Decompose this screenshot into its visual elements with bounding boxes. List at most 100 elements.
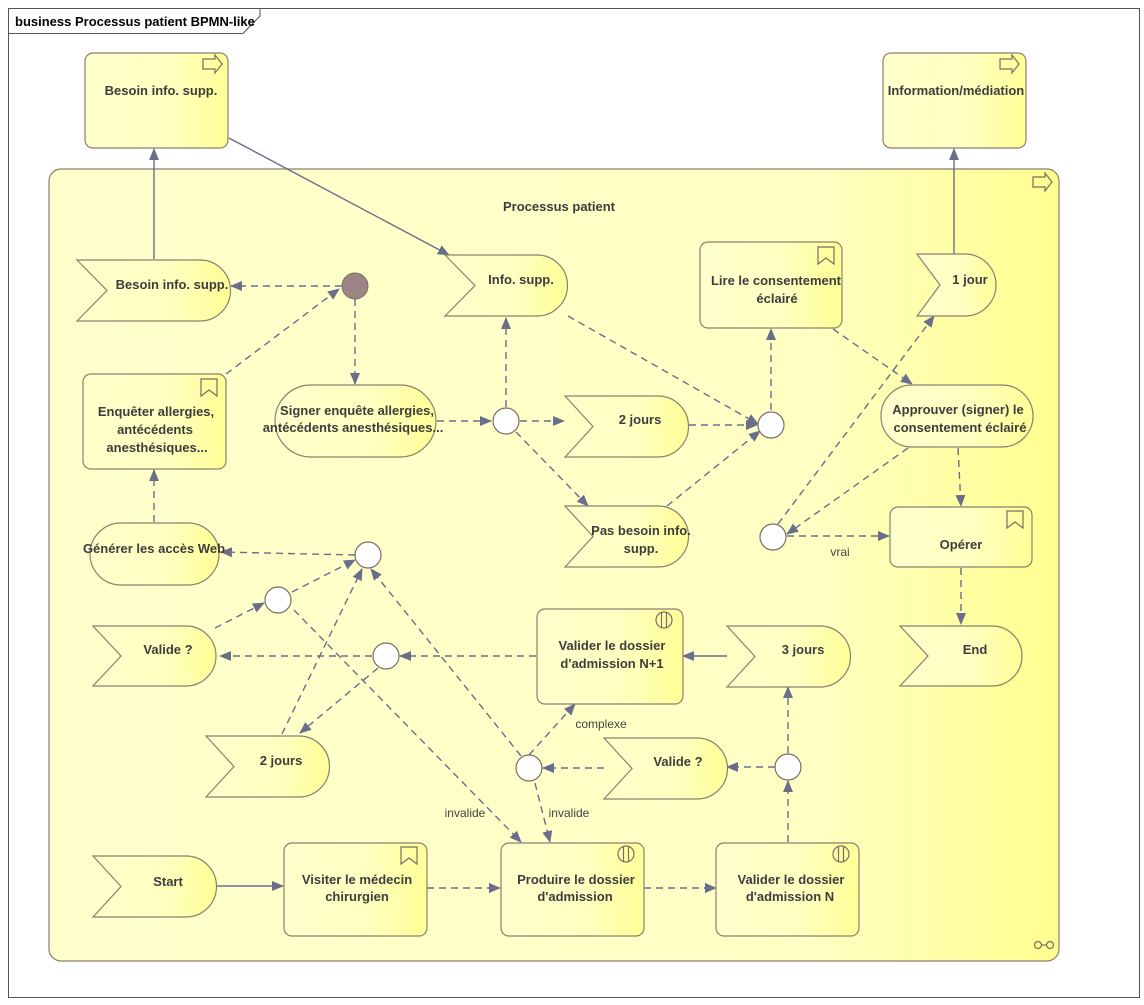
bookmark-icon [200,378,218,398]
edge-label-invalide-right: invalide [549,806,590,820]
node-label: Opérer [940,537,983,552]
event-info-supp[interactable]: Info. supp. [443,254,569,317]
node-label: Valider le dossier [738,872,845,887]
flow-approuver-to-operer [955,447,966,507]
bookmark-icon [1006,510,1024,530]
node-label: Enquêter allergies, [98,404,214,419]
node-generer-acces-web[interactable]: Générer les accès Web [83,522,225,586]
edge-label-invalide-left: invalide [445,806,486,820]
node-label: Générer les accès Web [83,541,225,556]
task-produire-dossier[interactable]: Produire le dossier d'admission [500,842,645,937]
gateway-after-valider-n1[interactable] [372,642,400,670]
frame-title: business Processus patient BPMN-like [15,14,255,29]
task-valider-dossier-n1[interactable]: Valider le dossier d'admission N+1 [536,608,684,705]
node-label: anesthésiques... [106,440,207,455]
arrow-outline-icon [202,53,223,75]
event-valide-mid[interactable]: Valide ? [602,737,729,800]
flow-gw5-to-produire [293,609,522,843]
gateway-vrai[interactable] [759,523,787,551]
node-label: 1 jour [952,272,987,287]
node-label: supp. [624,541,659,556]
event-besoin-info-supp[interactable]: Besoin info. supp. [75,259,232,322]
node-label: Lire le consentement [711,273,842,288]
event-valide-left[interactable]: Valide ? [91,625,217,687]
task-enqueter-allergies[interactable]: Enquêter allergies, antécédents anesthés… [82,373,227,470]
task-valider-dossier-n[interactable]: Valider le dossier d'admission N [715,842,860,937]
flow-gw7-to-produire [534,782,553,843]
node-label: d'admission [537,889,612,904]
node-besoin-top[interactable]: Besoin info. supp. [84,52,229,149]
node-label: 2 jours [619,412,662,427]
node-label: Info. supp. [488,272,554,287]
service-icon [832,845,850,863]
flow-gw4-to-generer [220,547,356,558]
node-label: Besoin info. supp. [105,83,218,98]
edge-label-vrai: vrai [830,545,849,559]
event-3-jours[interactable]: 3 jours [725,625,852,688]
flow-approuver-to-gw3 [786,447,909,535]
node-label: 3 jours [782,642,825,657]
flow-top-to-info-supp [228,137,450,256]
node-approuver[interactable]: Approuver (signer) le consentement éclai… [880,384,1034,448]
event-2-jours-bottom[interactable]: 2 jours [204,735,331,798]
task-lire-consentement[interactable]: Lire le consentement éclairé [699,241,843,329]
flow-pas-besoin-to-gw2 [666,430,761,507]
gateway-after-valider-n[interactable] [774,753,802,781]
node-label: Visiter le médecin [302,872,412,887]
node-label: antécédents [117,422,193,437]
flow-gw7-to-gw4 [370,568,522,757]
link-icon [1033,940,1055,950]
node-signer-enquete[interactable]: Signer enquête allergies, antécédents an… [263,384,444,458]
flow-gw1-to-pas-besoin [515,431,589,507]
frame-tab [8,8,261,34]
flow-info-supp-to-gw2 [567,315,759,425]
bookmark-icon [400,846,418,866]
node-label: Start [153,874,183,889]
node-label: d'admission N [746,889,834,904]
event-1-jour[interactable]: 1 jour [915,253,997,317]
bookmark-icon [817,246,835,266]
gateway-valide-left[interactable] [264,586,292,614]
flow-2jours-to-gw4 [281,568,363,735]
event-start[interactable]: Start [91,855,218,918]
service-icon [617,845,635,863]
node-information-mediation[interactable]: Information/médiation [882,52,1027,149]
node-label: chirurgien [325,889,389,904]
gateway-after-signer[interactable] [492,407,520,435]
node-label: Approuver (signer) le [892,402,1023,417]
node-label: Produire le dossier [517,872,635,887]
sequence-flows [149,137,966,893]
node-label: 2 jours [260,753,303,768]
event-pas-besoin[interactable]: Pas besoin info. supp. [563,505,691,568]
node-label: Valide ? [143,642,192,657]
node-label: Valide ? [653,754,702,769]
node-label: Pas besoin info. [591,523,691,538]
pool-label: Processus patient [503,199,616,214]
node-label: consentement éclairé [894,420,1027,435]
gateway-before-generer[interactable] [354,541,382,569]
flow-gw3-to-1jour [777,315,935,525]
task-operer[interactable]: Opérer [889,506,1033,568]
node-label: d'admission N+1 [560,656,663,671]
arrow-outline-icon [999,53,1020,75]
gateway-before-lire[interactable] [757,411,785,439]
node-label: End [963,642,988,657]
gateway-valide-mid[interactable] [515,754,543,782]
arrow-outline-icon [1032,171,1053,193]
edge-label-complexe: complexe [575,717,627,731]
flow-valide-to-gw5 [214,602,265,629]
node-label: antécédents anesthésiques... [263,420,444,435]
flow-gw6-to-2jours [299,667,379,734]
service-icon [655,611,673,629]
node-label: Information/médiation [888,83,1025,98]
node-label: Besoin info. supp. [116,277,229,292]
event-end[interactable]: End [898,625,1023,687]
event-2-jours-top[interactable]: 2 jours [563,395,690,458]
node-label: Valider le dossier [559,638,666,653]
flow-lire-to-approuver [832,328,913,385]
task-visiter-medecin[interactable]: Visiter le médecin chirurgien [283,842,428,937]
start-node[interactable] [341,272,369,300]
node-label: éclairé [756,291,797,306]
node-label: Signer enquête allergies, [280,403,434,418]
